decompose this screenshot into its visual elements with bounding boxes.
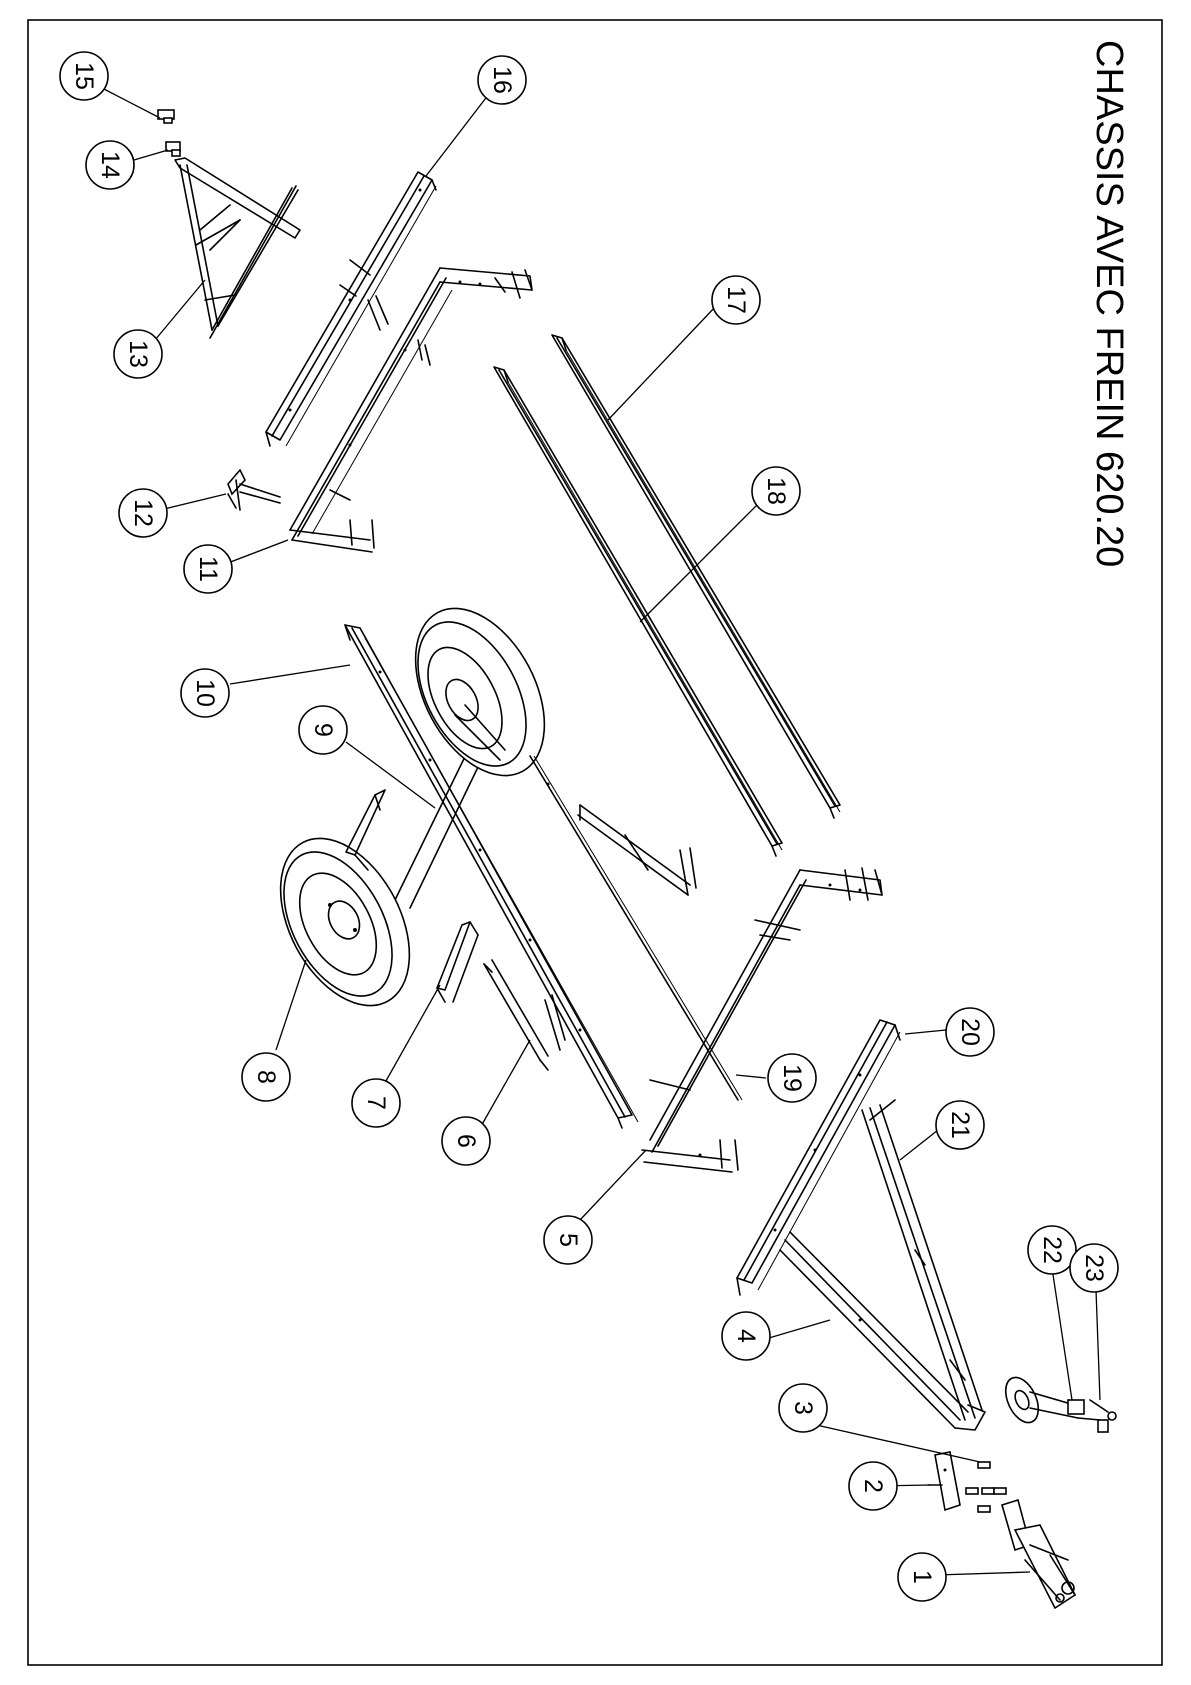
balloon-13: 13	[114, 330, 162, 378]
part-20-beam	[737, 1020, 900, 1295]
balloon-11: 11	[184, 545, 232, 593]
part-6-support	[484, 960, 565, 1070]
svg-text:11: 11	[194, 556, 222, 582]
svg-text:19: 19	[778, 1064, 806, 1092]
svg-text:18: 18	[762, 477, 790, 505]
part-16-beam	[266, 172, 436, 446]
part-22-jockey-wheel	[999, 1372, 1100, 1427]
svg-text:6: 6	[452, 1134, 480, 1148]
svg-text:12: 12	[129, 499, 157, 527]
balloon-20: 20	[946, 1008, 994, 1056]
part-12-bracket	[228, 470, 280, 510]
balloon-22: 22	[1028, 1226, 1076, 1274]
part-13-triangle-frame	[175, 158, 300, 338]
balloon-23: 23	[1070, 1244, 1118, 1292]
svg-text:7: 7	[362, 1096, 390, 1110]
part-wheel-upper	[389, 587, 571, 798]
part-3-bolts	[966, 1462, 1006, 1512]
part-23-crank	[1090, 1400, 1116, 1432]
svg-text:1: 1	[908, 1570, 936, 1584]
balloon-17: 17	[712, 276, 760, 324]
part-17-rail	[552, 335, 840, 818]
balloon-10: 10	[181, 669, 229, 717]
svg-text:4: 4	[732, 1329, 760, 1343]
part-11-side-frame	[290, 268, 532, 552]
part-15-bracket	[158, 110, 174, 123]
svg-text:2: 2	[859, 1479, 887, 1493]
balloon-19: 19	[768, 1054, 816, 1102]
svg-text:21: 21	[946, 1111, 974, 1139]
balloon-21: 21	[936, 1101, 984, 1149]
svg-text:3: 3	[789, 1401, 817, 1415]
balloon-2: 2	[849, 1462, 897, 1510]
svg-text:14: 14	[96, 151, 124, 179]
balloon-7: 7	[352, 1079, 400, 1127]
balloon-15: 15	[60, 52, 108, 100]
drawing-border	[28, 20, 1162, 1665]
balloon-1: 1	[898, 1553, 946, 1601]
balloon-8: 8	[242, 1053, 290, 1101]
balloon-4: 4	[722, 1312, 770, 1360]
balloon-16: 16	[478, 56, 526, 104]
balloon-14: 14	[86, 141, 134, 189]
svg-text:9: 9	[309, 723, 337, 737]
balloon-9: 9	[299, 706, 347, 754]
balloon-12: 12	[119, 489, 167, 537]
svg-text:22: 22	[1038, 1236, 1066, 1264]
svg-text:17: 17	[722, 286, 750, 314]
part-1-coupling	[1002, 1500, 1075, 1608]
svg-text:20: 20	[956, 1018, 984, 1046]
part-14-bracket	[166, 142, 180, 156]
part-7-bracket	[437, 922, 478, 1002]
part-8-wheel	[254, 817, 436, 1028]
balloon-6: 6	[442, 1117, 490, 1165]
part-5-side-frame	[642, 868, 882, 1172]
drawing-title: CHASSIS AVEC FREIN 620.20	[1088, 40, 1130, 567]
svg-text:5: 5	[554, 1233, 582, 1247]
part-21-drawbar-arm	[862, 1100, 985, 1430]
svg-text:23: 23	[1080, 1254, 1108, 1282]
balloon-3: 3	[779, 1384, 827, 1432]
balloon-18: 18	[752, 467, 800, 515]
part-18-rail	[494, 367, 782, 856]
svg-text:8: 8	[252, 1070, 280, 1084]
svg-text:16: 16	[488, 66, 516, 94]
svg-text:10: 10	[191, 679, 219, 707]
svg-text:15: 15	[70, 62, 98, 90]
svg-text:13: 13	[124, 340, 152, 368]
middle-cross-support	[578, 805, 696, 895]
part-2-plate	[928, 1452, 960, 1510]
balloon-5: 5	[544, 1216, 592, 1264]
